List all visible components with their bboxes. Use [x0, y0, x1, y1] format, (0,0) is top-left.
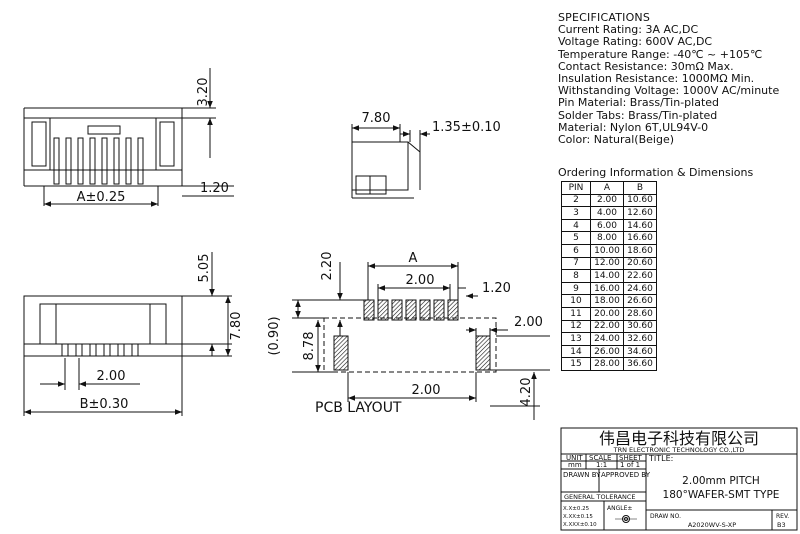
dim-pcb-pitch: 2.00 [406, 273, 435, 288]
unit-value: mm [568, 461, 582, 469]
table-cell: 32.60 [623, 332, 657, 346]
spec-line: Insulation Resistance: 1000MΩ Min. [558, 72, 755, 86]
spec-line: Temperature Range: -40℃ ~ +105℃ [558, 47, 763, 61]
spec-line: Material: Nylon 6T,UL94V-0 [558, 120, 709, 134]
dim-front-bottom: 1.20 [200, 181, 229, 196]
title-block [560, 427, 798, 531]
draw-no-label: DRAW NO. [650, 513, 681, 520]
table-cell: 18.60 [623, 243, 657, 258]
spec-line: Color: Natural(Beige) [558, 133, 675, 147]
table-cell: 36.60 [623, 357, 657, 371]
ordering-title: Ordering Information & Dimensions [558, 166, 754, 179]
dim-bottom-pitch: 2.00 [97, 369, 126, 384]
dim-pcb-top: 2.20 [320, 252, 335, 281]
scale-label: SCALE [589, 454, 611, 462]
draw-no-value: A2020WV-S-XP [688, 521, 736, 529]
dim-side-offset: 1.35±0.10 [432, 120, 501, 135]
bottom-view [23, 252, 232, 416]
dim-bottom-top: 5.05 [197, 254, 212, 283]
dim-bottom-width: B±0.30 [80, 397, 129, 412]
side-view [351, 124, 430, 199]
dim-pcb-bottom-height: 4.20 [519, 378, 534, 407]
dim-pcb-left-inner: (0.90) [267, 316, 282, 355]
specifications-heading: SPECIFICATIONS [558, 11, 651, 24]
angle-label: ANGLE± [607, 505, 632, 512]
unit-label: UNIT [566, 454, 583, 462]
dim-pcb-left-total: 8.78 [302, 332, 317, 361]
sheet-value: 1 of 1 [620, 461, 640, 469]
dim-bottom-total: 7.80 [229, 312, 244, 341]
pcb-layout-label: PCB LAYOUT [315, 400, 402, 416]
dim-front-top: 3.20 [196, 78, 211, 107]
drawn-by-label: DRAWN BY [563, 471, 601, 479]
title-label: TITLE: [648, 454, 673, 463]
spec-line: Current Rating: 3A AC,DC [558, 23, 699, 37]
tolerance-2: X.XX±0.15 [563, 514, 593, 520]
spec-line: Solder Tabs: Brass/Tin-plated [558, 108, 718, 122]
company-name-cn: 伟昌电子科技有限公司 [599, 429, 759, 448]
dim-pcb-bottom-pitch: 2.00 [412, 383, 441, 398]
pcb-tab-pad-left [333, 335, 349, 371]
dim-front-width: A±0.25 [77, 190, 126, 205]
table-cell: 16.60 [623, 231, 657, 245]
spec-line: Voltage Rating: 600V AC,DC [558, 35, 713, 49]
pcb-signal-pads [363, 299, 459, 321]
company-name-en: TRN ELECTRONIC TECHNOLOGY CO.,LTD [613, 446, 745, 454]
general-tolerance-label: GENERAL TOLERANCE [564, 493, 636, 501]
dim-pcb-pad-width: 1.20 [482, 281, 511, 296]
spec-line: Withstanding Voltage: 1000V AC/minute [558, 84, 780, 98]
table-header-row: PIN A B [561, 181, 657, 195]
rev-label: REV. [776, 513, 789, 520]
rev-value: B3 [777, 521, 786, 529]
pcb-tab-pad-right [475, 335, 491, 371]
spec-line: Pin Material: Brass/Tin-plated [558, 96, 720, 110]
spec-line: Contact Resistance: 30mΩ Max. [558, 59, 734, 73]
approved-by-label: APPROVED BY [601, 471, 651, 479]
specifications-block: SPECIFICATIONS Current Rating: 3A AC,DC … [558, 11, 780, 147]
dim-side-width: 7.80 [362, 111, 391, 126]
pcb-layout [292, 262, 550, 420]
tolerance-3: X.XXX±0.10 [563, 522, 597, 528]
sheet-label: SHEET [619, 454, 643, 462]
tolerance-1: X.X±0.25 [563, 506, 590, 512]
scale-value: 1:1 [596, 461, 607, 469]
dim-pcb-tab: 2.00 [514, 315, 543, 330]
drawing-title-line1: 2.00mm PITCH [682, 475, 760, 487]
dim-pcb-a: A [409, 251, 418, 266]
angle-projection-symbol [615, 515, 637, 523]
front-view [23, 68, 234, 207]
drawing-title-line2: 180°WAFER-SMT TYPE [663, 489, 780, 501]
